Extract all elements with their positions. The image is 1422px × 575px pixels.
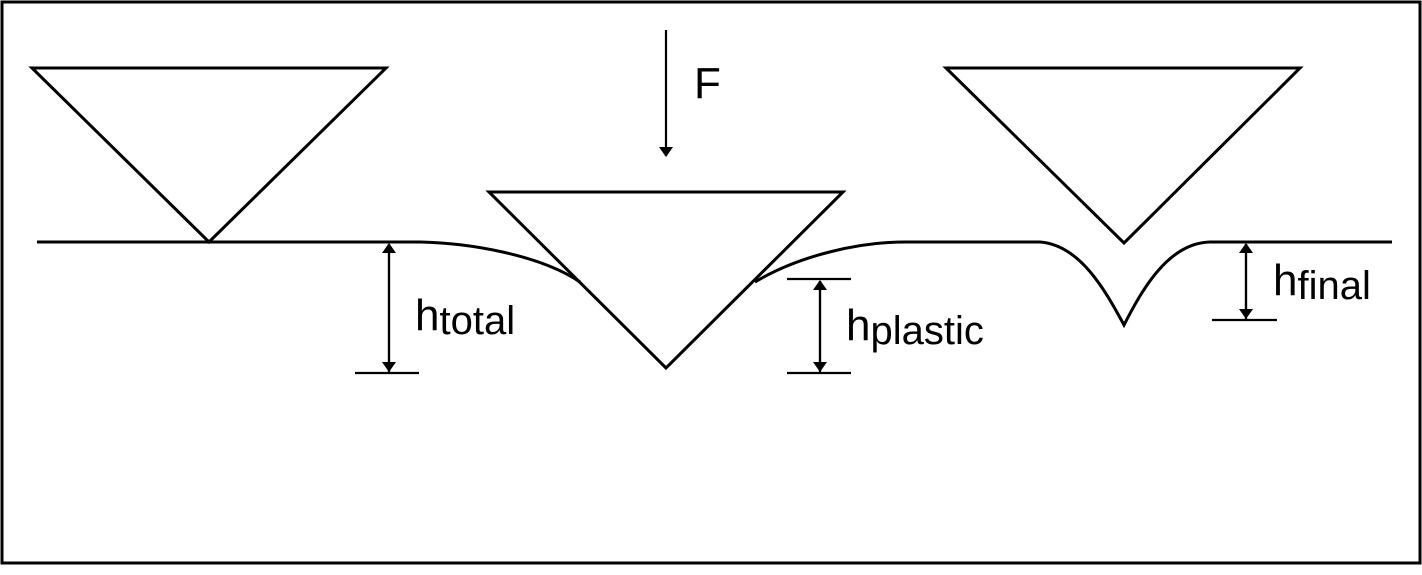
indenter-under-load: [485, 190, 847, 371]
sample-surface: [37, 240, 1392, 329]
indenter-after-unloading: [942, 66, 1304, 246]
force-label: F: [694, 59, 721, 108]
h-plastic-label: hplastic: [846, 301, 984, 353]
h-plastic-dimension: [787, 277, 851, 375]
h-total-label: htotal: [415, 291, 515, 343]
h-final-label: hfinal: [1273, 256, 1371, 308]
h-total-dimension: [355, 243, 419, 375]
h-final-dimension: [1212, 243, 1277, 322]
indenter-before-loading: [28, 66, 390, 245]
